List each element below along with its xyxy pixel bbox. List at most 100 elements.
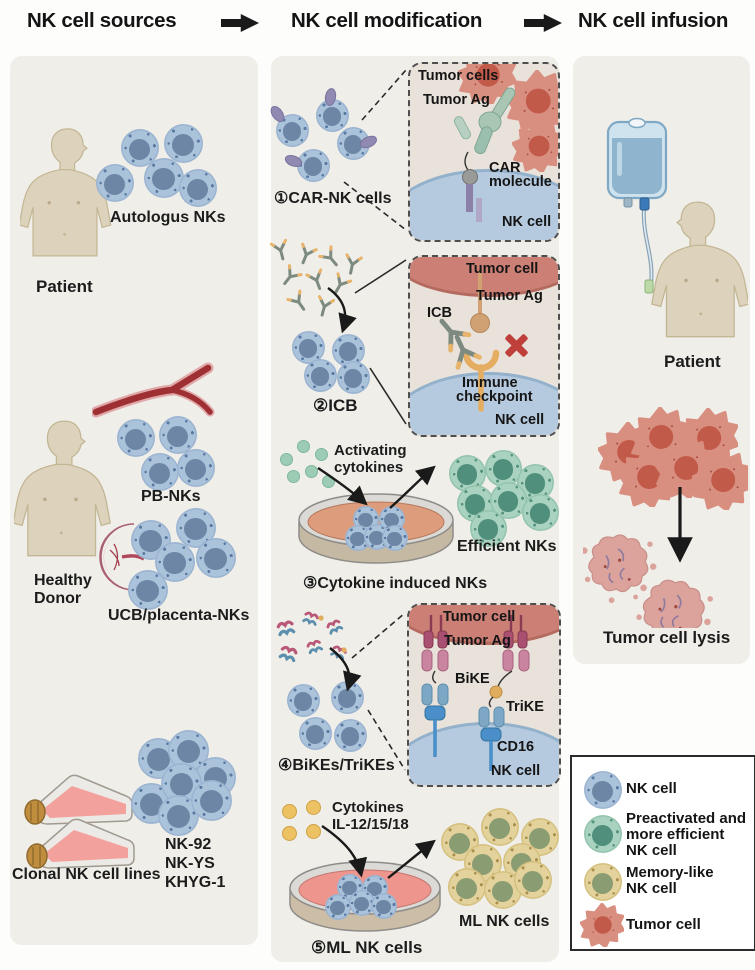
pb-nks-label: PB-NKs bbox=[141, 488, 201, 505]
clonal-lines-label: Clonal NK cell lines bbox=[12, 866, 161, 883]
legend-box: NK cell Preactivated and more efficient … bbox=[570, 755, 755, 951]
trike-label: TriKE bbox=[506, 699, 544, 715]
nk-membrane bbox=[410, 372, 558, 435]
bike-trike-cluster bbox=[276, 610, 348, 663]
cytokine-dot bbox=[315, 448, 328, 461]
blood-vessel bbox=[92, 362, 215, 418]
tumor-ag-label: Tumor Ag bbox=[444, 633, 511, 649]
efficient-nk-cell bbox=[470, 510, 507, 547]
nk-cell bbox=[191, 780, 232, 821]
nk-cell bbox=[331, 681, 364, 714]
iv-bag bbox=[606, 117, 668, 294]
cytokines-line2: IL-12/15/18 bbox=[332, 815, 409, 833]
icb-inset: Tumor cell Tumor Ag ICB Immune checkpoin… bbox=[408, 255, 560, 437]
infusion-title: NK cell infusion bbox=[578, 9, 729, 32]
nk-cell bbox=[287, 684, 320, 717]
legend-nk-cell-icon bbox=[584, 771, 622, 809]
checkpoint-label-2: checkpoint bbox=[456, 389, 533, 405]
tumor-ag-label: Tumor Ag bbox=[476, 288, 543, 304]
legend-nk-cell-label: NK cell bbox=[626, 780, 677, 797]
patient-label: Patient bbox=[36, 277, 93, 296]
nk-cell bbox=[196, 538, 236, 578]
nk-cell bbox=[292, 331, 325, 364]
nk-cell bbox=[159, 416, 197, 454]
nk-cell bbox=[382, 525, 408, 551]
legend-memory-label: Memory-like NK cell bbox=[626, 864, 714, 898]
activating-line1: Activating bbox=[334, 442, 407, 459]
nk-cell bbox=[117, 419, 155, 457]
cytokine-dot bbox=[297, 440, 310, 453]
nk-cell bbox=[325, 894, 351, 920]
efficient-nks-label: Efficient NKs bbox=[457, 538, 557, 555]
nk-cell bbox=[371, 893, 397, 919]
sources-title: NK cell sources bbox=[27, 9, 177, 32]
car-inset: Tumor cells Tumor Ag CAR molecule NK cel… bbox=[408, 62, 560, 242]
nk-cell-label: NK cell bbox=[495, 412, 545, 428]
nk-cell bbox=[299, 717, 332, 750]
cytokine-dot bbox=[322, 475, 335, 488]
cell-line-khyg1: KHYG-1 bbox=[165, 874, 226, 892]
icb-graphic bbox=[410, 273, 500, 412]
tumor-cells-label: Tumor cells bbox=[418, 68, 499, 84]
nk-membrane bbox=[410, 169, 558, 240]
cd16-label: CD16 bbox=[497, 739, 535, 755]
nk-cell bbox=[176, 508, 216, 548]
tumor-cell-label: Tumor cell bbox=[466, 261, 539, 277]
legend-efficient-label: Preactivated and more efficient NK cell bbox=[626, 810, 747, 860]
cytokine-dot bbox=[280, 453, 293, 466]
legend-efficient-cell-icon bbox=[584, 815, 622, 853]
checkpoint-label-1: Immune bbox=[462, 375, 518, 391]
il-cytokine-dot bbox=[306, 824, 321, 839]
car-molecule-label-2: molecule bbox=[489, 174, 552, 190]
nk-cell bbox=[144, 158, 184, 198]
tumor-ag-label: Tumor Ag bbox=[423, 92, 490, 108]
healthy-donor-line2: Donor bbox=[34, 590, 82, 608]
step4-label: ④BiKEs/TriKEs bbox=[278, 757, 395, 774]
nk-cell bbox=[179, 169, 217, 207]
healthy-donor-line1: Healthy bbox=[34, 572, 92, 589]
tumor-lysis-graphic bbox=[583, 407, 748, 628]
nk-cell bbox=[334, 719, 367, 752]
cell-line-nk92: NK-92 bbox=[165, 836, 212, 853]
ml-nk-cell bbox=[448, 868, 486, 906]
efficient-nk-cell bbox=[485, 450, 522, 487]
car-molecule-label-1: CAR bbox=[489, 160, 521, 176]
modification-title: NK cell modification bbox=[291, 9, 483, 32]
step3-label: ③Cytokine induced NKs bbox=[303, 575, 488, 592]
autologous-nks-label: Autologus NKs bbox=[110, 209, 226, 226]
nk-cell-label: NK cell bbox=[491, 763, 541, 779]
activating-line2: cytokines bbox=[334, 458, 404, 476]
nk-cell bbox=[141, 453, 179, 491]
cytokine-dot bbox=[287, 470, 300, 483]
nk-cell bbox=[337, 361, 370, 394]
arrow-right-icon bbox=[221, 14, 259, 32]
cytokines-line1: Cytokines bbox=[332, 799, 404, 816]
infusion-patient-label: Patient bbox=[664, 352, 721, 371]
nk-cell bbox=[177, 449, 215, 487]
bike-label: BiKE bbox=[455, 671, 490, 687]
il-cytokine-dot bbox=[306, 800, 321, 815]
bike-trike-graphic bbox=[421, 615, 530, 771]
tumor-membrane bbox=[410, 257, 558, 297]
il-cytokine-dot bbox=[282, 804, 297, 819]
efficient-nk-cell bbox=[522, 494, 559, 531]
nk-cell bbox=[96, 164, 134, 202]
nk-cell bbox=[304, 359, 337, 392]
tumor-membrane bbox=[409, 605, 559, 645]
cell-line-names: NK-92 NK-YS KHYG-1 bbox=[165, 835, 225, 893]
bike-inset: Tumor cell Tumor Ag BiKE TriKE CD16 NK c… bbox=[407, 603, 561, 787]
ml-nk-cell bbox=[481, 808, 519, 846]
tumor-cell-label: Tumor cell bbox=[443, 609, 516, 625]
blocked-x-icon bbox=[504, 333, 530, 359]
step2-label: ②ICB bbox=[313, 396, 358, 415]
cytokine-dot bbox=[305, 465, 318, 478]
step5-label: ⑤ML NK cells bbox=[311, 938, 423, 957]
arrow-right-icon bbox=[524, 14, 562, 32]
nk-cell bbox=[121, 129, 159, 167]
icb-label: ICB bbox=[427, 305, 452, 321]
culture-flasks bbox=[24, 774, 135, 869]
